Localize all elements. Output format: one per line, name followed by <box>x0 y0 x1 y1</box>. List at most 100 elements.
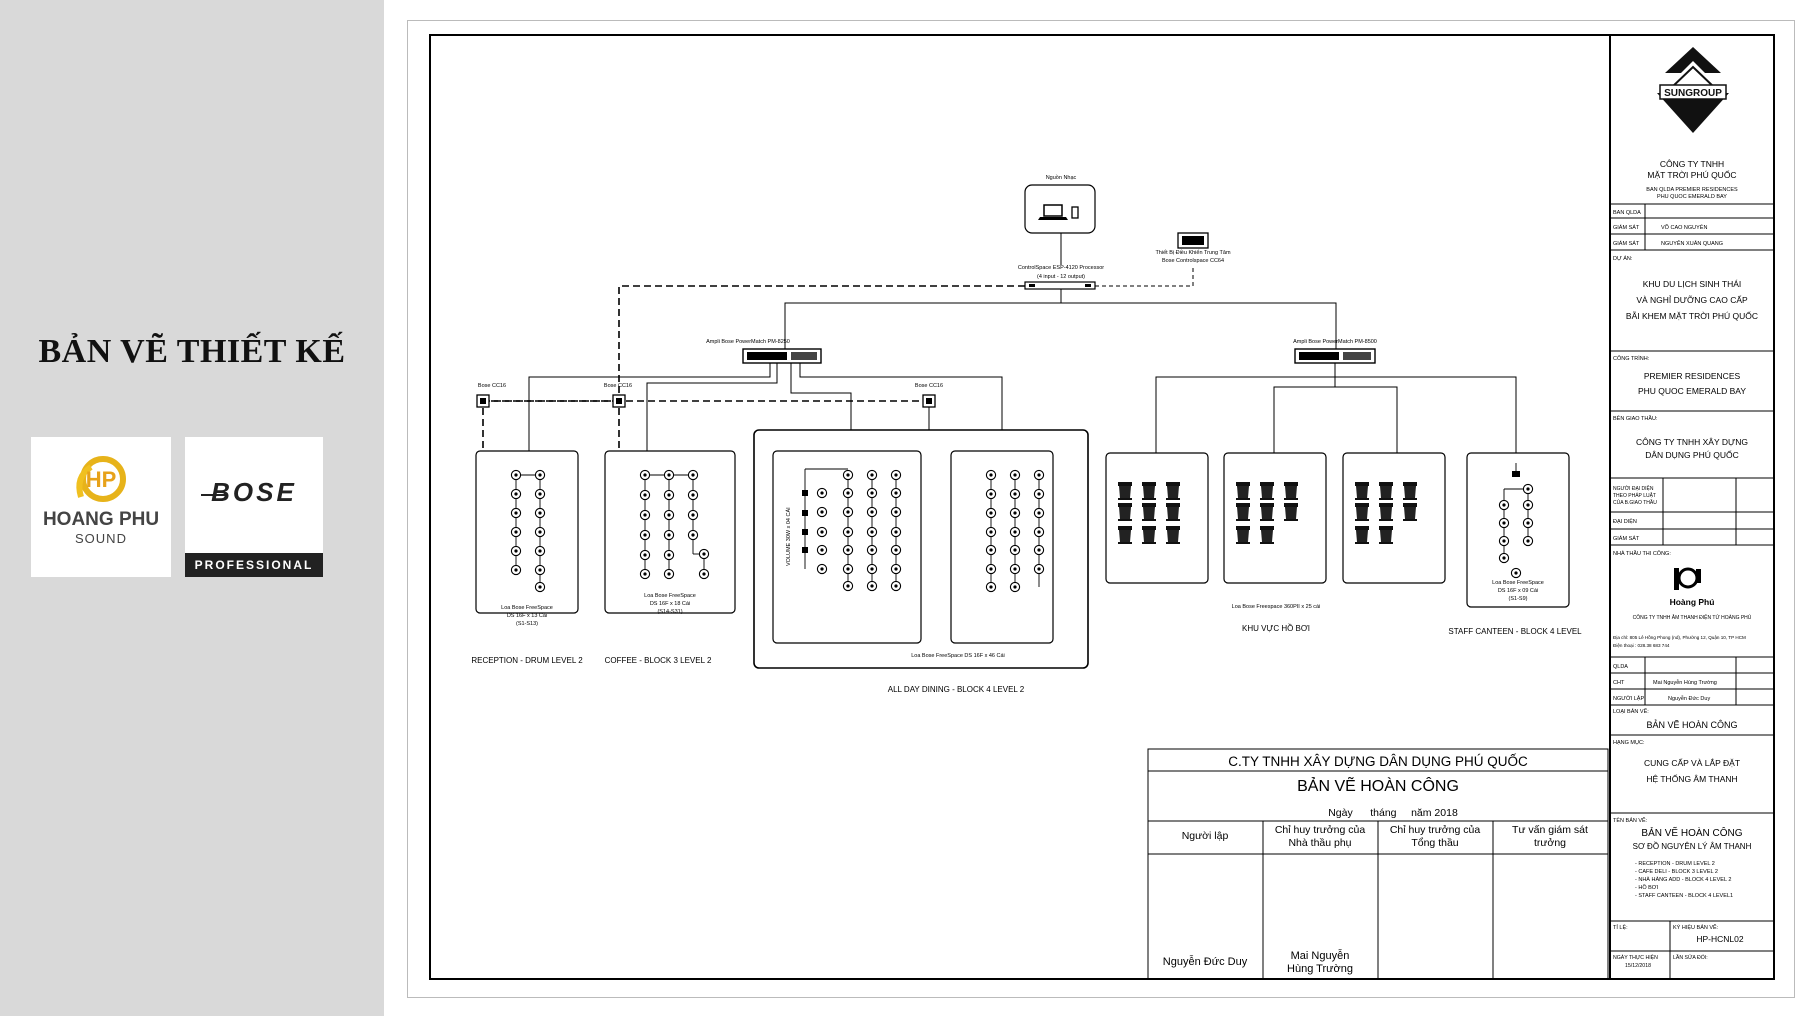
approval-sign2-l2: Hùng Trường <box>1287 963 1353 975</box>
zone-staff-canteen: Loa Bose FreeSpace DS 16F x 09 Cái (S1-S… <box>1448 452 1582 636</box>
contractor-brand: Hoàng Phú <box>1670 597 1715 607</box>
tb-nguoi-lap: NGƯỜI LẬP <box>1613 695 1644 702</box>
tb-ky-hieu-value: HP-HCNL02 <box>1696 934 1744 944</box>
z1-l2: DS 16F x 13 Cái <box>507 613 547 619</box>
sungroup-logo: SUNGROUP <box>1657 47 1729 133</box>
amplifier-left: Ampli Bose PowerMatch PM-8250 <box>706 339 822 364</box>
owner-sub-l1: BAN QLDA PREMIER RESIDENCES <box>1646 187 1738 193</box>
tb-giam-sat-2: GIÁM SÁT <box>1613 240 1640 247</box>
tb-hm-l2: HỆ THỐNG ÂM THANH <box>1646 773 1737 784</box>
tb-ngay-thuc-hien: NGÀY THỰC HIỆN <box>1613 953 1658 961</box>
volume-note: VOLUME 30W x 04 CÁI <box>785 507 792 566</box>
controller-label-1: Thiết Bị Điều Khiển Trung Tâm <box>1155 249 1231 256</box>
tb-du-an-l2: VÀ NGHỈ DƯỠNG CAO CẤP <box>1636 294 1748 305</box>
approval-col2-l1: Chỉ huy trưởng của <box>1275 824 1366 836</box>
tb-ky-hieu: KÝ HIỆU BẢN VẼ: <box>1673 923 1719 931</box>
bose-word: BOSE <box>211 477 297 507</box>
tb-loai-ban-ve: LOẠI BẢN VẼ: <box>1613 708 1649 715</box>
tb-list-5: - STAFF CANTEEN - BLOCK 4 LEVEL1 <box>1635 893 1733 899</box>
z2-l2: DS 16F x 18 Cái <box>650 601 690 607</box>
tb-hm-l1: CUNG CẤP VÀ LẮP ĐẶT <box>1644 758 1740 768</box>
owner-sub-l2: PHU QUOC EMERALD BAY <box>1657 194 1727 200</box>
z5-l3: (S1-S9) <box>1509 596 1528 602</box>
approval-col3-l1: Chỉ huy trưởng của <box>1390 824 1481 836</box>
approval-sign1: Nguyễn Đức Duy <box>1163 955 1248 968</box>
tb-du-an-l1: KHU DU LỊCH SINH THÁI <box>1643 279 1742 289</box>
z3-name: ALL DAY DINING - BLOCK 4 LEVEL 2 <box>888 685 1025 694</box>
z2-l3: (S14-S31) <box>657 609 682 615</box>
tb-ct-l2: PHU QUOC EMERALD BAY <box>1638 386 1746 396</box>
tb-qlda: QLDA <box>1613 664 1628 670</box>
amp-left-label: Ampli Bose PowerMatch PM-8250 <box>706 339 790 345</box>
drawing-sheet: Nguồn Nhạc ControlSpace ESP-4120 Process… <box>407 20 1795 998</box>
cc16-controller-c: Bose CC16 <box>915 383 943 408</box>
tb-nha-thau: NHÀ THẦU THI CÔNG: <box>1613 550 1671 557</box>
tb-du-an: DỰ ÁN: <box>1613 255 1633 262</box>
bose-logo-icon: BOSE <box>201 477 297 507</box>
cc16-a-label: Bose CC16 <box>478 383 506 389</box>
contractor-logo <box>1674 567 1701 590</box>
z3-label: Loa Bose FreeSpace DS 16F x 46 Cái <box>911 653 1005 659</box>
tb-ndd-l1: NGƯỜI ĐẠI DIỆN <box>1613 484 1654 492</box>
tb-tbv-l1: BẢN VẼ HOÀN CÔNG <box>1641 826 1742 839</box>
cc16-controller-a: Bose CC16 <box>476 383 506 408</box>
approval-col1: Người lập <box>1182 830 1229 842</box>
zone-all-day-dining: VOLUME 30W x 04 CÁI Loa Bose FreeSpace D… <box>753 429 1089 694</box>
tb-lan-sua-doi: LẦN SỬA ĐỔI: <box>1673 954 1708 961</box>
z1-name: RECEPTION - DRUM LEVEL 2 <box>471 656 583 665</box>
tb-ndd-l3: CỦA B.GIAO THẦU <box>1613 499 1657 506</box>
bose-professional-bar: PROFESSIONAL <box>185 553 323 577</box>
tb-cong-trinh: CÔNG TRÌNH: <box>1613 355 1650 362</box>
contractor-tel: Điện thoại : 028.38 683 744 <box>1613 643 1670 648</box>
bose-logo: BOSE PROFESSIONAL <box>185 437 323 577</box>
tb-giam-sat: GIÁM SÁT <box>1613 224 1640 231</box>
approval-texts: C.TY TNHH XÂY DỰNG DÂN DỤNG PHÚ QUỐC BẢN… <box>1163 754 1588 975</box>
cc16-controller-b: Bose CC16 <box>604 383 632 408</box>
laptop-icon <box>1038 204 1068 220</box>
tb-list-4: - HỒ BƠI <box>1635 884 1659 891</box>
tb-list-2: - CAFE DELI - BLOCK 3 LEVEL 2 <box>1635 869 1718 875</box>
processor-label-2: (4 input - 12 output) <box>1037 274 1085 280</box>
z5-l2: DS 16F x 09 Cái <box>1498 588 1538 594</box>
tb-nguoi-lap-name: Nguyễn Đức Duy <box>1668 695 1710 702</box>
tb-lbv-value: BẢN VẼ HOÀN CÔNG <box>1646 719 1737 730</box>
tb-cht: CHT <box>1613 680 1625 686</box>
controller-label-2: Bose Controlspace CC64 <box>1162 258 1224 264</box>
hp-line2: SOUND <box>75 531 127 546</box>
z1-l3: (S1-S13) <box>516 621 538 627</box>
tb-gs1: VÕ CAO NGUYÊN <box>1661 223 1707 231</box>
hp-line1: HOANG PHU <box>43 509 159 530</box>
tb-ban-qlda: BAN QLDA <box>1613 210 1641 216</box>
zone-reception: Loa Bose FreeSpace DS 16F x 13 Cái (S1-S… <box>471 450 583 665</box>
left-panel: BẢN VẼ THIẾT KẾ HP HOANG PHU SOUND BOSE … <box>0 0 384 1016</box>
owner-l2: MẶT TRỜI PHÚ QUỐC <box>1647 169 1736 180</box>
tb-ngay-value: 15/12/2018 <box>1625 963 1651 969</box>
pool-label: Loa Bose Freespace 360PII x 25 cái <box>1232 604 1321 610</box>
z5-l1: Loa Bose FreeSpace <box>1492 580 1544 586</box>
page-heading: BẢN VẼ THIẾT KẾ <box>38 333 346 370</box>
tb-ti-le: TỈ LỆ: <box>1613 923 1628 931</box>
approval-title: BẢN VẼ HOÀN CÔNG <box>1297 775 1459 795</box>
tb-cht-name: Mai Nguyễn Hùng Trường <box>1653 679 1717 686</box>
owner-l1: CÔNG TY TNHH <box>1660 159 1724 169</box>
tb-dai-dien: ĐẠI DIỆN <box>1613 517 1637 525</box>
hoang-phu-logo: HP HOANG PHU SOUND <box>31 437 171 577</box>
schematic-drawing: Nguồn Nhạc ControlSpace ESP-4120 Process… <box>429 34 1775 980</box>
processor: ControlSpace ESP-4120 Processor (4 input… <box>1018 265 1104 290</box>
z1-l1: Loa Bose FreeSpace <box>501 605 553 611</box>
contractor-addr: Địa chỉ: 805 Lê Hồng Phong (nd), Phường … <box>1613 634 1746 640</box>
processor-label-1: ControlSpace ESP-4120 Processor <box>1018 265 1104 271</box>
tb-du-an-l3: BÃI KHEM MẶT TRỜI PHÚ QUỐC <box>1626 310 1758 321</box>
music-source: Nguồn Nhạc <box>1024 175 1096 234</box>
phone-icon <box>1071 206 1079 219</box>
sungroup-text: SUNGROUP <box>1664 88 1722 99</box>
hoang-phu-logo-icon: HP HOANG PHU SOUND <box>43 456 159 546</box>
amplifier-right: Ampli Bose PowerMatch PM-8500 <box>1293 339 1377 364</box>
z2-l1: Loa Bose FreeSpace <box>644 593 696 599</box>
tb-ct-l1: PREMIER RESIDENCES <box>1644 371 1741 381</box>
tb-gs2: NGUYỄN XUÂN QUANG <box>1661 240 1723 247</box>
approval-sign2-l1: Mai Nguyễn <box>1291 949 1350 962</box>
pool-speakers-a <box>1118 482 1180 544</box>
amp-right-label: Ampli Bose PowerMatch PM-8500 <box>1293 339 1377 345</box>
z5-name: STAFF CANTEEN - BLOCK 4 LEVEL <box>1448 627 1582 636</box>
